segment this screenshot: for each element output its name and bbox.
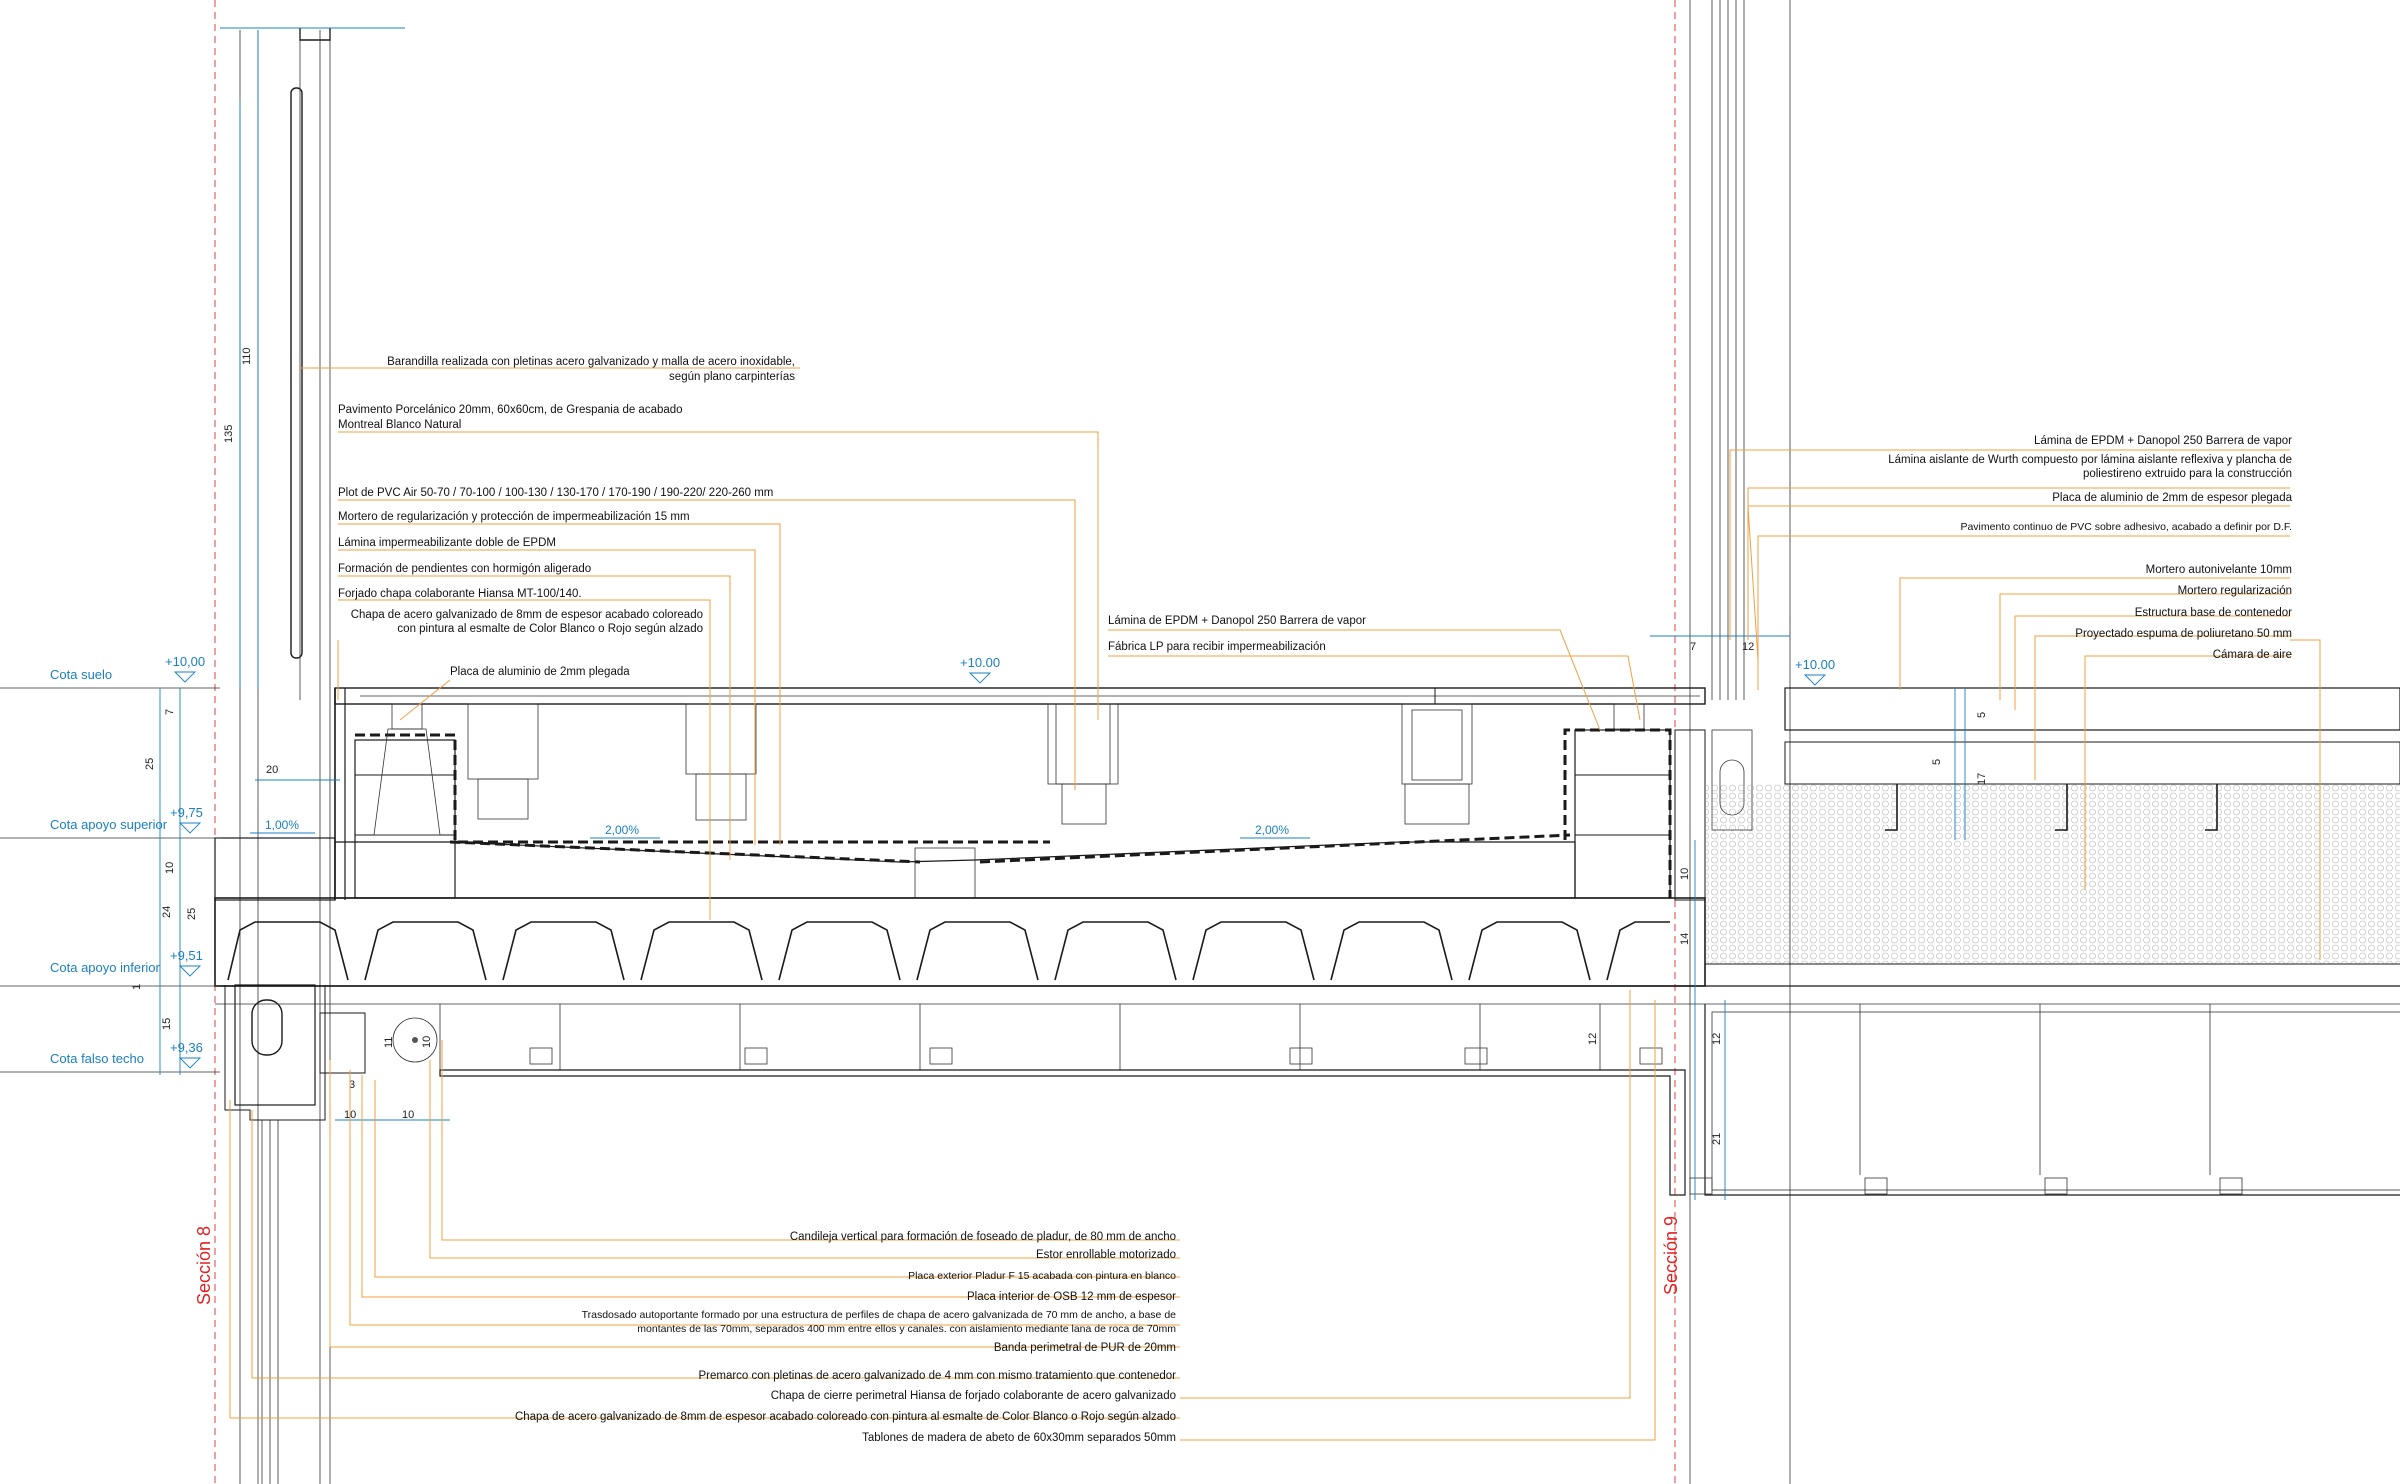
note-r-wurth-1: Lámina aislante de Wurth compuesto por l… [1888,454,2292,466]
railing [220,27,405,1484]
section-8-label: Sección 8 [194,1226,214,1305]
note-b-pur: Banda perimetral de PUR de 20mm [994,1342,1176,1354]
note-b-pladur: Placa exterior Pladur F 15 acabada con p… [908,1270,1176,1282]
note-b-chapa-cierre: Chapa de cierre perimetral Hiansa de for… [771,1390,1176,1402]
dim-25b: 25 [186,908,198,920]
dim-1: 1 [131,984,143,990]
level-value-lower-support: +9,51 [170,948,203,963]
note-r-pvc: Pavimento continuo de PVC sobre adhesivo… [1960,521,2292,533]
dim-10d: 10 [402,1109,414,1121]
notes-right: Lámina de EPDM + Danopol 250 Barrera de … [1888,435,2292,661]
left-structure [214,688,1050,1484]
corrugated-deck [227,921,1670,981]
note-b-premarco: Premarco con pletinas de acero galvaniza… [698,1370,1176,1382]
dimensions: 110 135 7 25 20 10 24 25 15 1 11 10 3 10… [131,30,1988,1200]
dim-3: 3 [349,1079,355,1091]
level-mark-container: +10.00 [1795,657,1835,672]
note-plot-pvc: Plot de PVC Air 50-70 / 70-100 / 100-130… [338,487,773,499]
container-structure [1689,687,2400,1196]
note-aluminium: Placa de aluminio de 2mm plegada [450,666,630,678]
level-value-upper-support: +9,75 [170,805,203,820]
slope-center: 2,00% [605,823,639,837]
section-9-label: Sección 9 [1661,1216,1681,1295]
level-label-upper-support: Cota apoyo superior [50,817,168,832]
dim-14: 14 [1679,933,1691,945]
note-b-trasdosado-1: Trasdosado autoportante formado por una … [582,1309,1177,1321]
note-railing-1: Barandilla realizada con pletinas acero … [387,356,795,368]
notes-bottom: Candileja vertical para formación de fos… [515,1231,1176,1444]
note-epdm-mid: Lámina de EPDM + Danopol 250 Barrera de … [1108,615,1366,627]
note-b-osb: Placa interior de OSB 12 mm de espesor [967,1291,1176,1303]
dim-25: 25 [144,758,156,770]
slope-right: 2,00% [1255,823,1289,837]
note-r-autonivelante: Mortero autonivelante 10mm [2146,564,2292,576]
note-porcelain-1: Pavimento Porcelánico 20mm, 60x60cm, de … [338,404,683,416]
note-epdm: Lámina impermeabilizante doble de EPDM [338,537,556,549]
dim-15: 15 [161,1018,173,1030]
note-r-epdm: Lámina de EPDM + Danopol 250 Barrera de … [2034,435,2292,447]
dim-10: 10 [164,862,176,874]
note-b-trasdosado-2: montantes de las 70mm, separados 400 mm … [637,1323,1176,1335]
note-slope: Formación de pendientes con hormigón ali… [338,563,591,575]
note-r-poliuretano: Proyectado espuma de poliuretano 50 mm [2075,628,2292,640]
note-steel-2: con pintura al esmalte de Color Blanco o… [397,623,703,635]
note-b-estor: Estor enrollable motorizado [1036,1249,1176,1261]
dim-24: 24 [161,906,173,918]
note-r-container: Estructura base de contenedor [2135,607,2292,619]
note-steel-1: Chapa de acero galvanizado de 8mm de esp… [351,609,703,621]
dim-11: 11 [383,1037,395,1048]
ceiling-joists [439,1004,1663,1070]
note-b-chapa-acero: Chapa de acero galvanizado de 8mm de esp… [515,1411,1176,1423]
notes-top-left: Barandilla realizada con pletinas acero … [338,356,795,678]
note-b-candileja: Candileja vertical para formación de fos… [790,1231,1176,1243]
dim-12r: 12 [1742,641,1754,653]
slope-left: 1,00% [265,818,299,832]
note-r-regularizacion: Mortero regularización [2178,585,2292,597]
note-forjado: Forjado chapa colaborante Hiansa MT-100/… [338,588,582,600]
level-label-floor: Cota suelo [50,667,112,682]
notes-mid: Lámina de EPDM + Danopol 250 Barrera de … [1108,615,1366,653]
level-label-lower-support: Cota apoyo inferior [50,960,161,975]
note-porcelain-2: Montreal Blanco Natural [338,419,461,431]
note-r-camara: Cámara de aire [2213,649,2292,661]
dim-21: 21 [1711,1133,1723,1145]
note-r-aluminium: Placa de aluminio de 2mm de espesor pleg… [2052,492,2292,504]
dim-110: 110 [241,347,253,365]
level-mark-deck: +10.00 [960,655,1000,670]
pedestals [373,703,1645,836]
dim-7r: 7 [1690,641,1696,653]
dim-17: 17 [1976,773,1988,785]
note-r-wurth-2: poliestireno extruido para la construcci… [2083,468,2292,480]
dim-5b: 5 [1931,759,1943,765]
level-value-false-ceiling: +9,36 [170,1040,203,1055]
dim-10b: 10 [421,1036,433,1048]
note-fabrica: Fábrica LP para recibir impermeabilizaci… [1108,641,1326,653]
dim-12b: 12 [1711,1033,1723,1045]
dim-135: 135 [223,425,235,443]
dim-20: 20 [266,764,278,776]
level-label-false-ceiling: Cota falso techo [50,1051,144,1066]
grid-lines [214,0,1791,1484]
note-mortar: Mortero de regularización y protección d… [338,511,690,523]
level-markers: Cota suelo +10,00 Cota apoyo superior +9… [0,654,1835,1073]
dim-10r: 10 [1679,868,1691,880]
dim-7: 7 [164,709,176,715]
note-b-tablones: Tablones de madera de abeto de 60x30mm s… [862,1432,1176,1444]
slope-markers: 1,00% 2,00% 2,00% [250,818,1310,839]
dim-12a: 12 [1587,1033,1599,1045]
deck-system [214,687,2400,1196]
level-value-floor: +10,00 [165,654,205,669]
dim-5: 5 [1976,712,1988,718]
leader-lines [229,367,2321,1441]
note-railing-2: según plano carpinterías [669,371,795,383]
